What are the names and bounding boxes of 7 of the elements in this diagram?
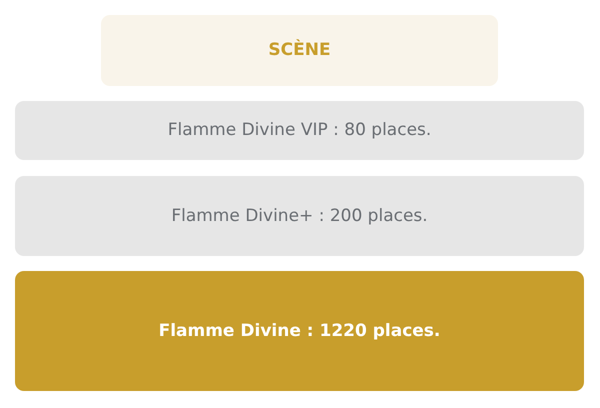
seating-section	[15, 176, 584, 256]
seating-section	[15, 271, 584, 391]
section-label: Flamme Divine VIP : 80 places.	[166, 120, 432, 141]
section-label: Flamme Divine+ : 200 places.	[170, 206, 429, 226]
seating-section	[15, 101, 584, 160]
section-label: Flamme Divine : 1220 places.	[158, 320, 442, 342]
stage-label: SCÈNE	[267, 40, 332, 61]
